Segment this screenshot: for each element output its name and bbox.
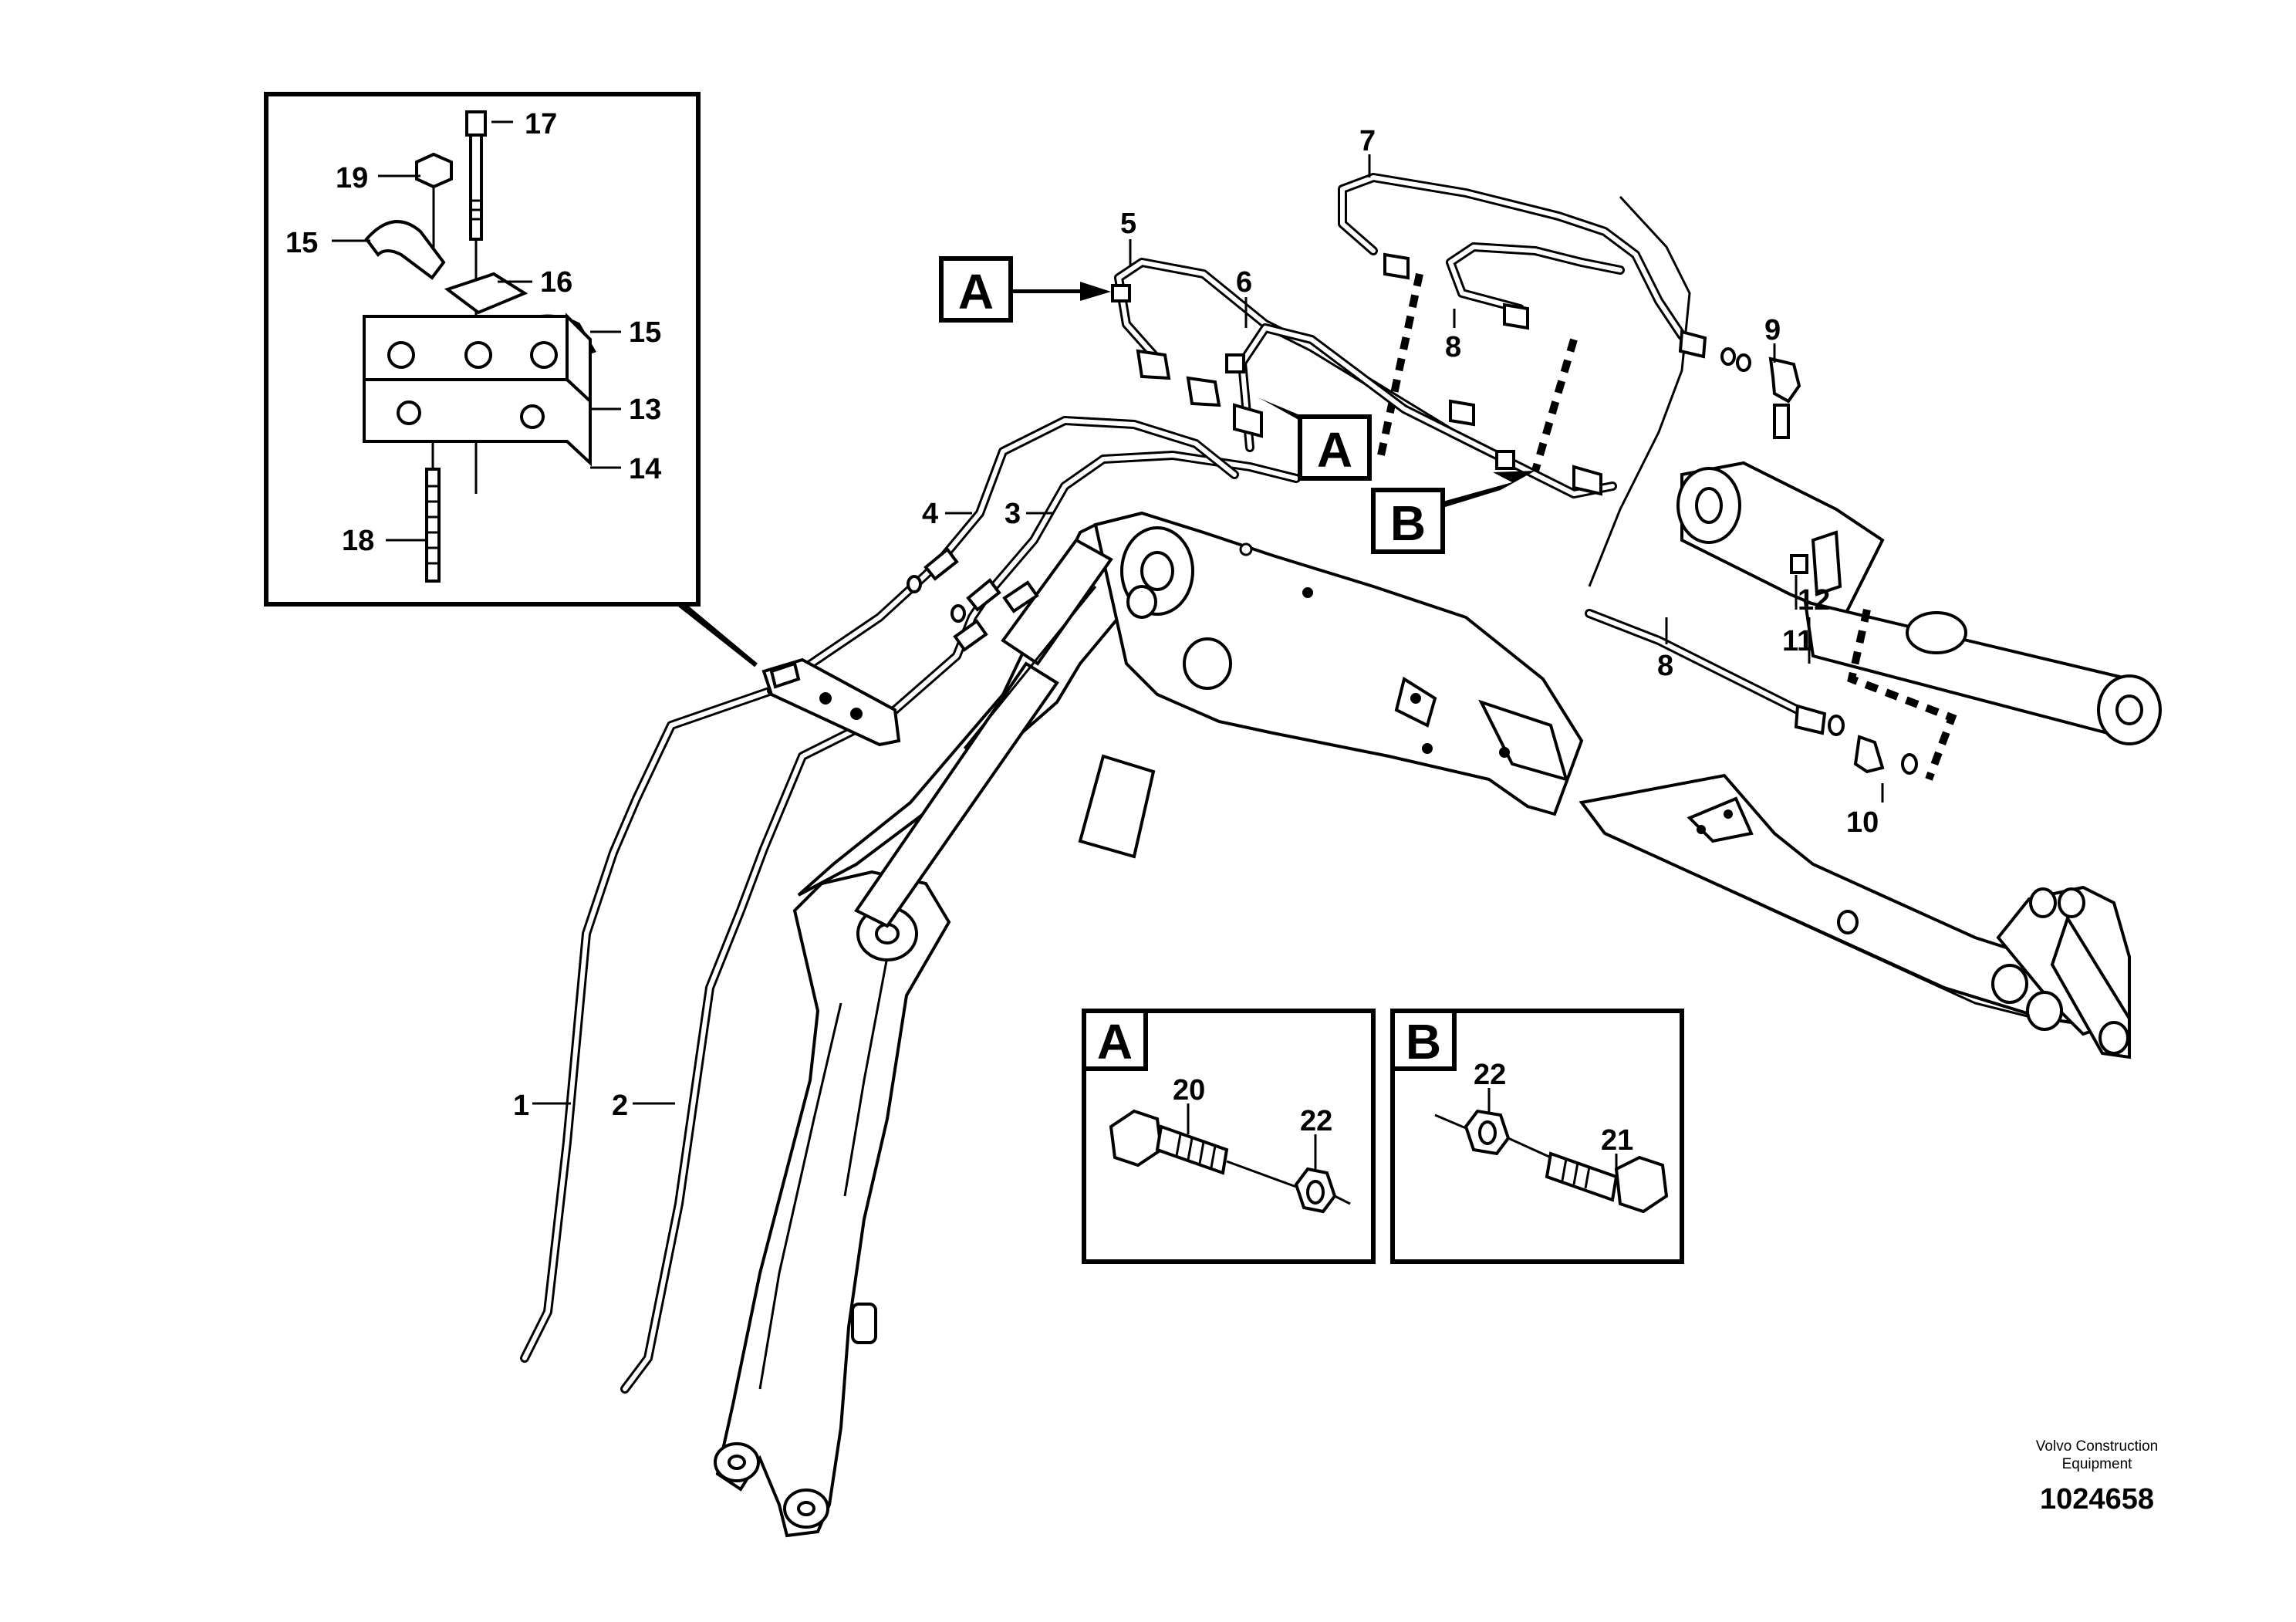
- callout-5: 5: [1120, 208, 1136, 240]
- hydraulic-cylinder: [1676, 461, 2162, 745]
- callout-1: 1: [513, 1090, 529, 1122]
- callout-15: 15: [629, 316, 661, 349]
- callout-8: 8: [1445, 331, 1461, 363]
- assembly-dashed-lines: [1377, 272, 1957, 781]
- callout-16: 16: [540, 266, 572, 299]
- callout-18: 18: [342, 525, 374, 557]
- ref-box-a-top: A: [939, 256, 1111, 323]
- ref-box-a-mid: A: [1258, 397, 1372, 481]
- callout-6: 6: [1236, 266, 1252, 299]
- ref-box-b: B: [1371, 471, 1535, 554]
- detail-a-box: A: [1082, 1009, 1376, 1264]
- detail-b-box: B: [1390, 1009, 1684, 1264]
- leader-lines: [532, 154, 1884, 1105]
- callout-9: 9: [1764, 314, 1781, 346]
- callout-20: 20: [1173, 1074, 1205, 1107]
- ref-label-b: B: [1390, 495, 1426, 551]
- callout-8: 8: [1657, 650, 1673, 682]
- callout-13: 13: [629, 394, 661, 426]
- callout-numbers: 17 19 15 16 15 13 14 18 1 2 3 4 5 6 7 8 …: [285, 108, 1879, 1157]
- callout-19: 19: [336, 162, 368, 194]
- boom-arm: [714, 511, 1584, 1538]
- callout-11: 11: [1782, 625, 1813, 657]
- ref-label-a: A: [1317, 422, 1352, 478]
- callout-2: 2: [612, 1090, 628, 1122]
- detail-a-label: A: [1097, 1014, 1133, 1070]
- detail-b-label: B: [1406, 1014, 1441, 1070]
- company-name-line2: Equipment: [2062, 1456, 2133, 1472]
- callout-15: 15: [285, 227, 318, 259]
- hydraulic-pipes: [520, 173, 1818, 1394]
- callout-22: 22: [1300, 1105, 1332, 1137]
- callout-21: 21: [1601, 1124, 1633, 1157]
- fittings: [907, 252, 1918, 775]
- callout-3: 3: [1004, 498, 1021, 530]
- loader-arm: [1578, 773, 2131, 1059]
- callout-10: 10: [1846, 806, 1879, 839]
- callout-14: 14: [629, 453, 661, 485]
- pipe-clamp: [761, 657, 901, 747]
- callout-4: 4: [922, 498, 938, 530]
- drawing-number: 1024658: [2040, 1483, 2154, 1516]
- company-name: Volvo Construction: [2036, 1438, 2158, 1455]
- drawing-footer: Volvo Construction Equipment 1024658: [2036, 1438, 2158, 1516]
- ref-label-a: A: [958, 264, 994, 319]
- clamp-detail-inset: [264, 92, 758, 667]
- callout-17: 17: [525, 108, 557, 140]
- callout-7: 7: [1359, 125, 1376, 157]
- callout-22: 22: [1474, 1059, 1506, 1091]
- callout-12: 12: [1798, 584, 1830, 617]
